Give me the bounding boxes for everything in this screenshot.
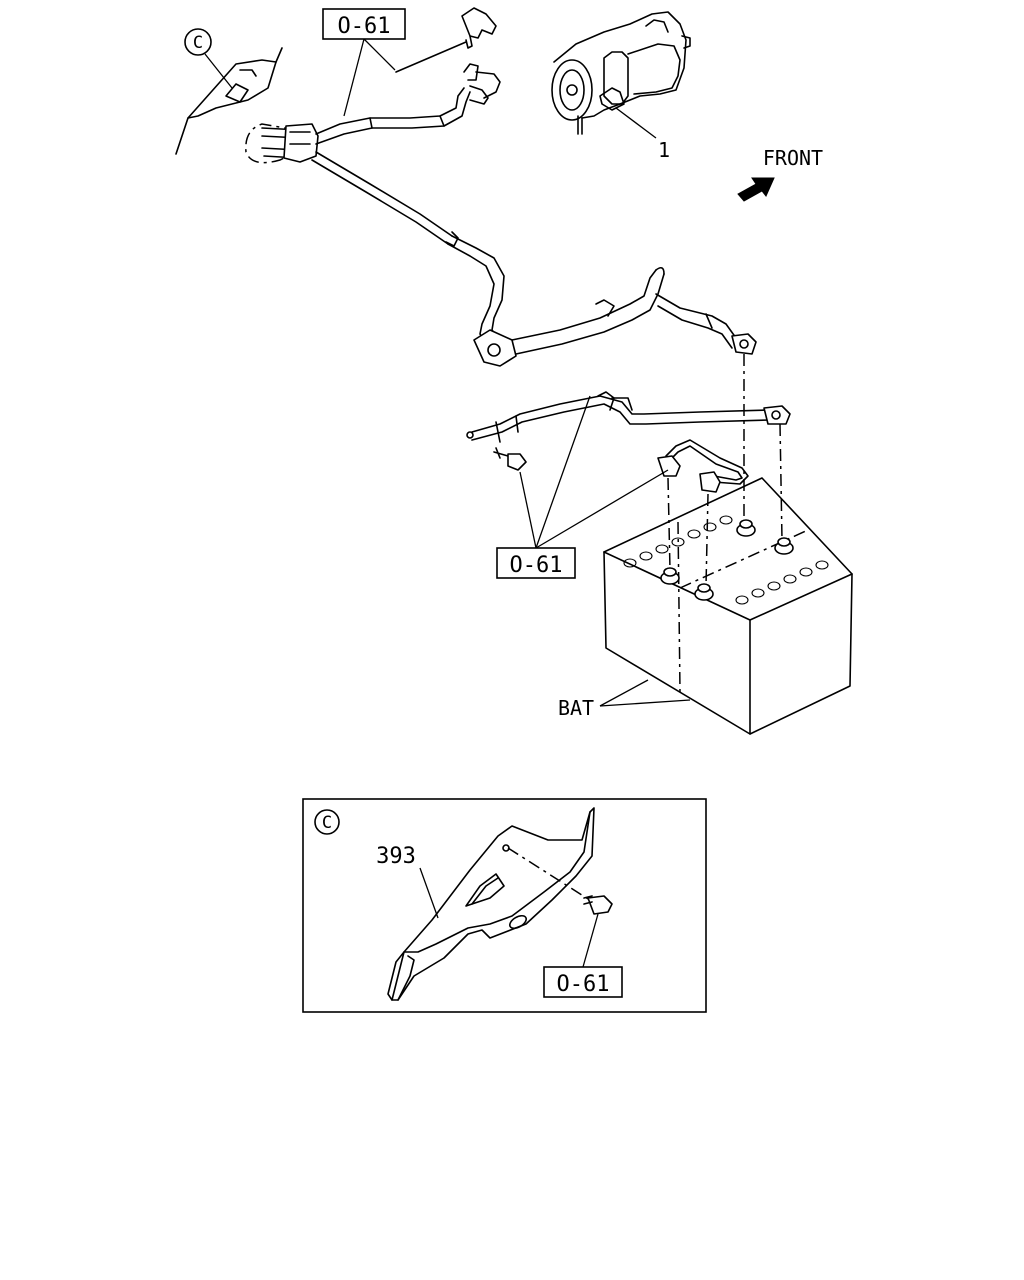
battery: BAT <box>558 477 853 735</box>
ref-code-mid-label: O-61 <box>510 553 563 578</box>
detail-view-c: C 393 O-61 <box>302 798 707 1013</box>
battery-posts <box>660 519 794 601</box>
detail-marker-label: C <box>322 813 332 833</box>
ground-cable <box>466 391 791 493</box>
front-indicator: FRONT <box>737 146 823 202</box>
view-marker-label: C <box>193 33 203 53</box>
main-cable-harness <box>245 87 757 367</box>
battery-label: BAT <box>558 696 594 720</box>
ref-code-detail-label: O-61 <box>557 972 610 997</box>
ref-code-mid: O-61 <box>496 395 669 579</box>
terminal-cover <box>395 7 501 105</box>
detail-frame <box>302 798 707 1013</box>
ref-code-top-label: O-61 <box>338 14 391 39</box>
callout-starter: 1 <box>658 138 670 162</box>
front-label: FRONT <box>763 146 823 170</box>
assembly-lines <box>667 354 783 587</box>
ref-code-top: O-61 <box>322 8 406 117</box>
front-arrow-icon <box>737 177 775 202</box>
view-marker-c: C <box>184 28 233 89</box>
bracket-small <box>175 47 283 155</box>
starter-motor: 1 <box>551 11 691 162</box>
callout-bracket: 393 <box>376 844 416 869</box>
bracket-393 <box>387 807 613 1001</box>
